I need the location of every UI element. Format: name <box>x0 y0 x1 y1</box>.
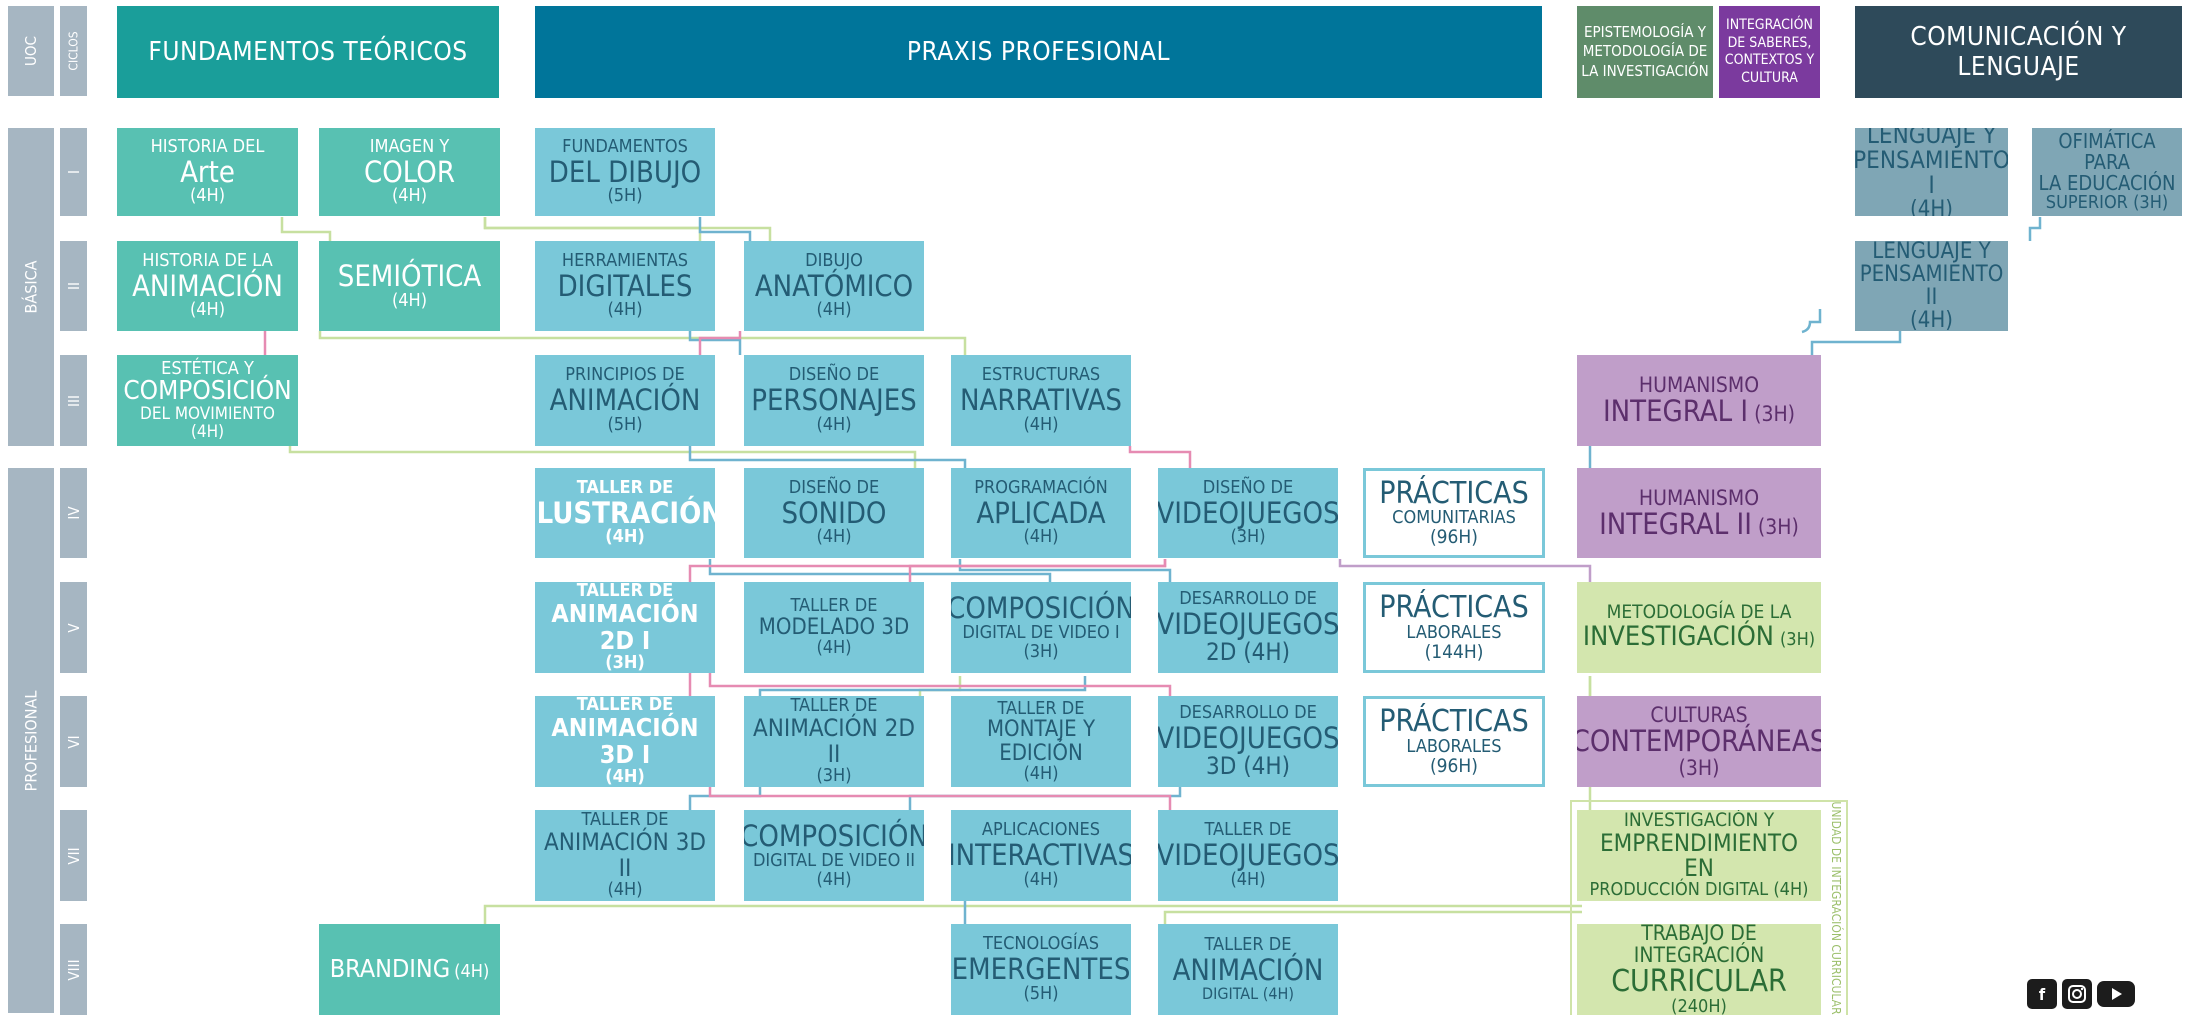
cycle-1: I <box>60 128 87 216</box>
link <box>288 446 917 468</box>
course-estructuras-narrativas[interactable]: ESTRUCTURAS NARRATIVAS (4H) <box>951 355 1131 446</box>
header-praxis-profesional: PRAXIS PROFESIONAL <box>535 6 1542 98</box>
link <box>698 217 752 241</box>
youtube-glyph <box>2112 988 2122 1000</box>
course-semiotica[interactable]: SEMIÓTICA (4H) <box>319 241 500 331</box>
course-historia-del-arte[interactable]: HISTORIA DEL Arte (4H) <box>117 128 298 216</box>
course-lenguaje-y-pensamiento-1[interactable]: LENGUAJE Y PENSAMIENTO I (4H) <box>1855 128 2008 216</box>
cycle-7: VII <box>60 810 87 901</box>
link <box>2028 217 2042 241</box>
header-fundamentos-teoricos: FUNDAMENTOS TEÓRICOS <box>117 6 499 98</box>
unidad-integracion-curricular-label: UNIDAD DE INTEGRACIÓN CURRICULAR <box>1828 800 1843 1015</box>
course-practicas-laborales-2[interactable]: PRÁCTICAS LABORALES (96H) <box>1363 696 1545 787</box>
course-ofimatica[interactable]: OFIMÁTICA PARA LA EDUCACIÓN SUPERIOR (3H… <box>2032 128 2182 216</box>
link <box>318 331 967 355</box>
cycle-5: V <box>60 582 87 673</box>
link <box>908 787 1182 810</box>
course-imagen-y-color[interactable]: IMAGEN Y COLOR (4H) <box>319 128 500 216</box>
facebook-icon[interactable]: f <box>2027 979 2057 1009</box>
course-desarrollo-videojuegos-2d[interactable]: DESARROLLO DE VIDEOJUEGOS 2D (4H) <box>1158 582 1338 673</box>
course-taller-animacion-digital[interactable]: TALLER DE ANIMACIÓN DIGITAL (4H) <box>1158 924 1338 1015</box>
link <box>688 787 762 810</box>
course-dibujo-anatomico[interactable]: DIBUJO ANATÓMICO (4H) <box>744 241 924 331</box>
course-principios-de-animacion[interactable]: PRINCIPIOS DE ANIMACIÓN (5H) <box>535 355 715 446</box>
link <box>908 559 1167 582</box>
course-trabajo-integracion-curricular[interactable]: TRABAJO DE INTEGRACIÓN CURRICULAR (240H) <box>1577 924 1821 1015</box>
course-diseno-de-sonido[interactable]: DISEÑO DE SONIDO (4H) <box>744 468 924 558</box>
cycle-6: VI <box>60 696 87 787</box>
course-fundamentos-del-dibujo[interactable]: FUNDAMENTOS DEL DIBUJO (5H) <box>535 128 715 216</box>
link <box>1163 910 1582 924</box>
course-taller-de-ilustracion[interactable]: TALLER DE ILUSTRACIÓN (4H) <box>535 468 715 558</box>
link <box>1338 559 1592 582</box>
metodologia-line: INVESTIGACIÓN (3H) <box>1582 621 1816 653</box>
course-taller-montaje-y-edicion[interactable]: TALLER DE MONTAJE Y EDICIÓN (4H) <box>951 696 1131 787</box>
course-investigacion-y-emprendimiento[interactable]: INVESTIGACIÓN Y EMPRENDIMIENTO EN PRODUC… <box>1577 810 1821 901</box>
course-culturas-contemporaneas[interactable]: CULTURAS CONTEMPORÁNEAS (3H) <box>1577 696 1821 787</box>
course-metodologia-investigacion[interactable]: METODOLOGÍA DE LA INVESTIGACIÓN (3H) <box>1577 582 1821 673</box>
unidad-integracion-curricular-frame <box>1570 800 1848 1015</box>
cycle-4: IV <box>60 468 87 558</box>
course-practicas-laborales-1[interactable]: PRÁCTICAS LABORALES (144H) <box>1363 582 1545 673</box>
course-taller-de-videojuegos[interactable]: TALLER DE VIDEOJUEGOS (4H) <box>1158 810 1338 901</box>
link <box>1801 309 1822 334</box>
link <box>1128 446 1192 468</box>
course-aplicaciones-interactivas[interactable]: APLICACIONES INTERACTIVAS (4H) <box>951 810 1131 901</box>
ciclos-header: CICLOS <box>60 6 87 96</box>
course-taller-animacion-3d-1[interactable]: TALLER DE ANIMACIÓN 3D I (4H) <box>535 696 715 787</box>
cycle-8: VIII <box>60 924 87 1015</box>
link <box>758 676 1087 696</box>
link <box>1810 331 1902 355</box>
course-taller-animacion-3d-2[interactable]: TALLER DE ANIMACIÓN 3D II (4H) <box>535 810 715 901</box>
link <box>280 217 332 241</box>
header-epistemologia: EPISTEMOLOGÍA Y METODOLOGÍA DE LA INVEST… <box>1577 6 1713 98</box>
course-humanismo-integral-1[interactable]: HUMANISMO INTEGRAL I (3H) <box>1577 355 1821 446</box>
stage-basica: BÁSICA <box>8 128 54 446</box>
course-branding[interactable]: BRANDING (4H) <box>319 924 500 1015</box>
instagram-icon[interactable] <box>2062 979 2092 1009</box>
instagram-glyph <box>2068 985 2086 1003</box>
course-practicas-comunitarias[interactable]: PRÁCTICAS COMUNITARIAS (96H) <box>1363 468 1545 558</box>
course-desarrollo-videojuegos-3d[interactable]: DESARROLLO DE VIDEOJUEGOS 3D (4H) <box>1158 696 1338 787</box>
course-herramientas-digitales[interactable]: HERRAMIENTAS DIGITALES (4H) <box>535 241 715 331</box>
link <box>688 331 742 355</box>
header-comunicacion-lenguaje: COMUNICACIÓN Y LENGUAJE <box>1855 6 2182 98</box>
course-historia-de-la-animacion[interactable]: HISTORIA DE LA ANIMACIÓN (4H) <box>117 241 298 331</box>
course-estetica-y-composicion[interactable]: ESTÉTICA Y COMPOSICIÓN DEL MOVIMIENTO (4… <box>117 355 298 446</box>
header-integracion-saberes: INTEGRACIÓN DE SABERES, CONTEXTOS Y CULT… <box>1719 6 1820 98</box>
course-taller-animacion-2d-2[interactable]: TALLER DE ANIMACIÓN 2D II (3H) <box>744 696 924 787</box>
course-composicion-digital-video-1[interactable]: COMPOSICIÓN DIGITAL DE VIDEO I (3H) <box>951 582 1131 673</box>
link <box>483 904 1582 924</box>
course-diseno-de-videojuegos[interactable]: DISEÑO DE VIDEOJUEGOS (3H) <box>1158 468 1338 558</box>
branding-line: BRANDING (4H) <box>329 954 490 984</box>
course-programacion-aplicada[interactable]: PROGRAMACIÓN APLICADA (4H) <box>951 468 1131 558</box>
youtube-icon[interactable] <box>2097 981 2135 1007</box>
course-taller-animacion-2d-1[interactable]: TALLER DE ANIMACIÓN 2D I (3H) <box>535 582 715 673</box>
link <box>698 331 742 355</box>
course-humanismo-integral-2[interactable]: HUMANISMO INTEGRAL II (3H) <box>1577 468 1821 558</box>
uoc-header: UOC <box>8 6 54 96</box>
link <box>708 673 1172 696</box>
humanismo-2-line: INTEGRAL II (3H) <box>1599 506 1799 541</box>
cycle-2: II <box>60 241 87 331</box>
course-diseno-de-personajes[interactable]: DISEÑO DE PERSONAJES (4H) <box>744 355 924 446</box>
cycle-3: III <box>60 355 87 446</box>
course-tecnologias-emergentes[interactable]: TECNOLOGÍAS EMERGENTES (5H) <box>951 924 1131 1015</box>
course-taller-modelado-3d[interactable]: TALLER DE MODELADO 3D (4H) <box>744 582 924 673</box>
stage-profesional: PROFESIONAL <box>8 468 54 1013</box>
link <box>708 787 1172 810</box>
link <box>958 559 1172 582</box>
course-lenguaje-y-pensamiento-2[interactable]: LENGUAJE Y PENSAMIENTO II (4H) <box>1855 241 2008 331</box>
humanismo-1-line: INTEGRAL I (3H) <box>1602 394 1796 429</box>
link <box>688 446 967 468</box>
course-composicion-digital-video-2[interactable]: COMPOSICIÓN DIGITAL DE VIDEO II (4H) <box>744 810 924 901</box>
link <box>483 217 702 241</box>
